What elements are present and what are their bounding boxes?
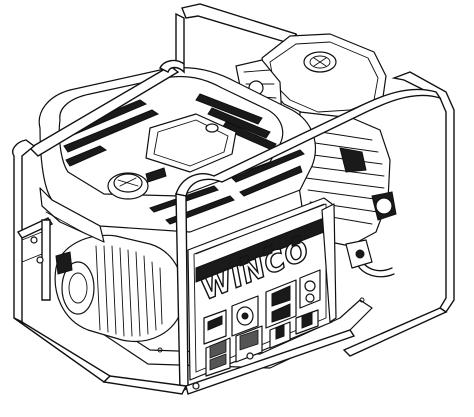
alternator — [54, 234, 185, 342]
receptacles — [203, 269, 321, 377]
mount-details — [21, 203, 337, 390]
fuel-gauge-icon — [145, 167, 167, 183]
control-panel: WINCO — [187, 197, 333, 381]
front-frame — [12, 59, 442, 395]
